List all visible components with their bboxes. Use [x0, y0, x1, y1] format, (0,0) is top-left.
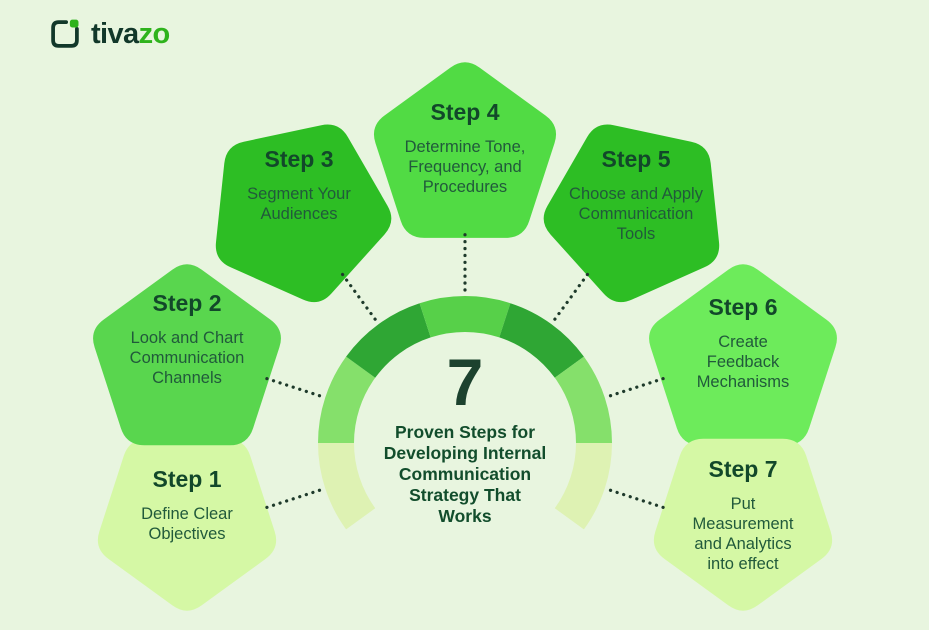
gauge-segment-4: [419, 296, 511, 338]
step-5-title: Step 5: [601, 146, 671, 172]
tivazo-logo-icon: [51, 19, 79, 48]
step-4-pentagon: [373, 62, 557, 238]
step-2-connector: [261, 375, 322, 398]
step-3-connector: [338, 269, 377, 321]
step-2-pentagon: [93, 264, 281, 446]
brand-logo: tivazo: [48, 16, 170, 52]
step-3-text: Segment Your Audiences: [247, 185, 351, 223]
step-1-card: Step 1 Define Clear Objectives: [97, 466, 277, 544]
step-1-title: Step 1: [152, 466, 222, 492]
step-1-connector: [261, 488, 322, 511]
gauge-segment-5: [499, 303, 584, 378]
brand-name-accent: zo: [138, 18, 171, 50]
gauge-center: 7 Proven Steps for Developing Internal C…: [350, 349, 580, 527]
center-title: Proven Steps for Developing Internal Com…: [383, 422, 547, 526]
step-1-text: Define Clear Objectives: [141, 505, 233, 543]
gauge-segment-7: [554, 443, 612, 530]
step-4-text: Determine Tone, Frequency, and Procedure…: [404, 138, 526, 196]
step-4-title: Step 4: [430, 99, 500, 125]
step-6-connector: [608, 375, 669, 398]
gauge-segment-6: [554, 356, 612, 443]
step-5-pentagon: [543, 124, 720, 303]
gauge-segment-3: [346, 303, 431, 378]
step-6-card: Step 6 Create Feedback Mechanisms: [653, 294, 833, 392]
step-5-text: Choose and Apply Communication Tools: [569, 185, 703, 243]
step-7-connector: [608, 488, 669, 511]
step-7-pentagon: [653, 438, 833, 611]
step-6-pentagon: [649, 264, 837, 446]
step-7-title: Step 7: [708, 456, 778, 482]
step-6-title: Step 6: [708, 294, 778, 320]
step-3-title: Step 3: [264, 146, 334, 172]
step-3-card: Step 3 Segment Your Audiences: [209, 146, 389, 224]
center-number: 7: [446, 345, 484, 419]
gauge-segment-1: [318, 443, 376, 530]
step-3-pentagon: [215, 124, 392, 303]
step-4-card: Step 4 Determine Tone, Frequency, and Pr…: [375, 99, 555, 197]
step-1-pentagon: [97, 438, 277, 611]
step-5-card: Step 5 Choose and Apply Communication To…: [546, 146, 726, 244]
brand-name-dark: tiva: [91, 18, 139, 50]
step-2-title: Step 2: [152, 290, 222, 316]
step-7-card: Step 7 Put Measurement and Analytics int…: [653, 456, 833, 574]
step-2-card: Step 2 Look and Chart Communication Chan…: [97, 290, 277, 388]
step-2-text: Look and Chart Communication Channels: [129, 329, 245, 387]
step-7-text: Put Measurement and Analytics into effec…: [692, 495, 794, 573]
brand-name: tivazo: [91, 16, 170, 52]
step-5-connector: [553, 269, 592, 321]
step-6-text: Create Feedback Mechanisms: [696, 333, 790, 391]
gauge-segment-2: [318, 356, 376, 443]
